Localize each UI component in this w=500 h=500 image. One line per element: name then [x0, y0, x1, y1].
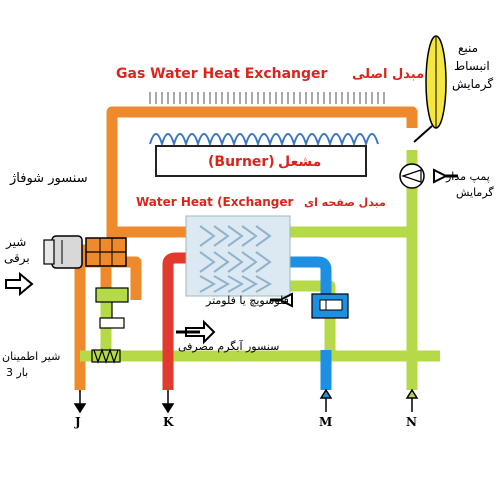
outlet-arrows [73, 388, 419, 414]
arrow-flow-switch [277, 292, 293, 308]
water-exchanger-label-fa: مبدل صفحه ای [304, 196, 386, 209]
hot-water-sensor-label: سنسور آبگرم مصرفی [178, 339, 279, 353]
safety-valve-label-1: شیر اطمینان [2, 350, 60, 363]
burner-label-fa: مشعل [278, 154, 321, 170]
heat-exchanger-fins [149, 92, 385, 104]
cold-water-pipe [288, 256, 332, 390]
expansion-tank-label-2: انبساط [454, 59, 490, 73]
burner-box [155, 145, 367, 177]
port-j-label: J [74, 415, 81, 429]
pump-icon [399, 163, 425, 189]
port-m-label: M [319, 415, 332, 429]
expansion-tank-label-1: منبع [458, 41, 478, 55]
port-k-label: K [163, 415, 174, 429]
safety-valve-label-2: 3 بار [6, 366, 28, 379]
plate-heat-exchanger [185, 215, 291, 297]
flow-switch-label: فلوسویچ یا فلومتر [205, 294, 289, 307]
flow-switch-icon [311, 293, 349, 319]
arrow-electric-valve [5, 271, 34, 297]
burner-label-en: (Burner) [208, 154, 275, 170]
three-way-valve-icon [85, 237, 127, 267]
heating-sensor-label: سنسور شوفاژ [9, 171, 88, 186]
electric-valve-label-1: شیر [5, 235, 26, 250]
gas-exchanger-label-fa: مبدل اصلی [352, 67, 424, 82]
hot-water-pipe [162, 252, 190, 390]
electric-valve-label-2: برقی [4, 251, 30, 266]
pump-label-2: گرمایش [456, 186, 494, 199]
pump-label-1: پمپ مدار [445, 170, 490, 183]
port-n-label: N [406, 415, 417, 429]
arrow-pump [433, 168, 449, 184]
safety-valve-icon [91, 348, 121, 364]
burner-flames [149, 133, 379, 148]
electric-valve-icon [43, 235, 83, 269]
expansion-tank-icon [413, 35, 447, 143]
expansion-tank-label-3: گرمایش [452, 77, 493, 92]
diverter-actuator-icon [95, 287, 129, 329]
water-exchanger-label-en: Water Heat (Exchanger [136, 195, 294, 209]
gas-exchanger-label-en: Gas Water Heat Exchanger [116, 66, 328, 82]
heating-return-pipe [80, 150, 440, 390]
